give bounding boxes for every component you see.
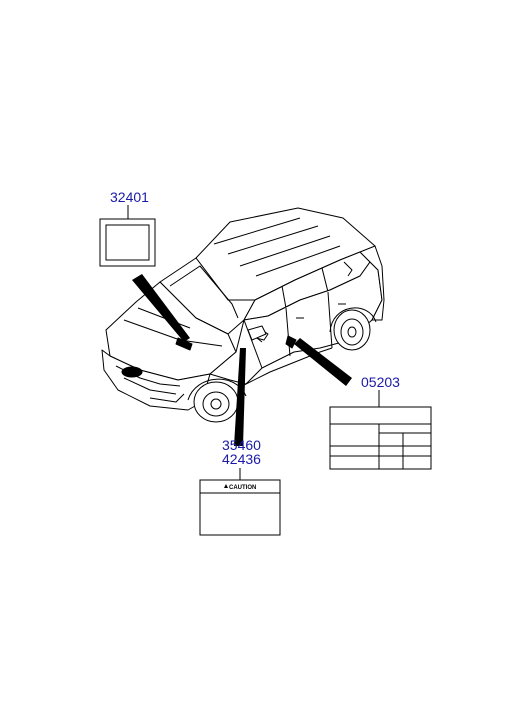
- label-caution-sticker: CAUTION: [199, 468, 281, 536]
- label-32401-sticker: [99, 205, 156, 267]
- part-number-42436[interactable]: 42436: [222, 451, 261, 467]
- part-number-35460[interactable]: 35460: [222, 437, 261, 453]
- leader-wedges: [132, 274, 352, 446]
- vehicle-illustration: [101, 207, 385, 423]
- part-number-32401[interactable]: 32401: [110, 189, 149, 205]
- caution-label-text: CAUTION: [229, 485, 256, 491]
- label-05203-sticker: [329, 390, 432, 470]
- warning-triangle-icon: [224, 484, 228, 488]
- part-number-05203[interactable]: 05203: [361, 374, 400, 390]
